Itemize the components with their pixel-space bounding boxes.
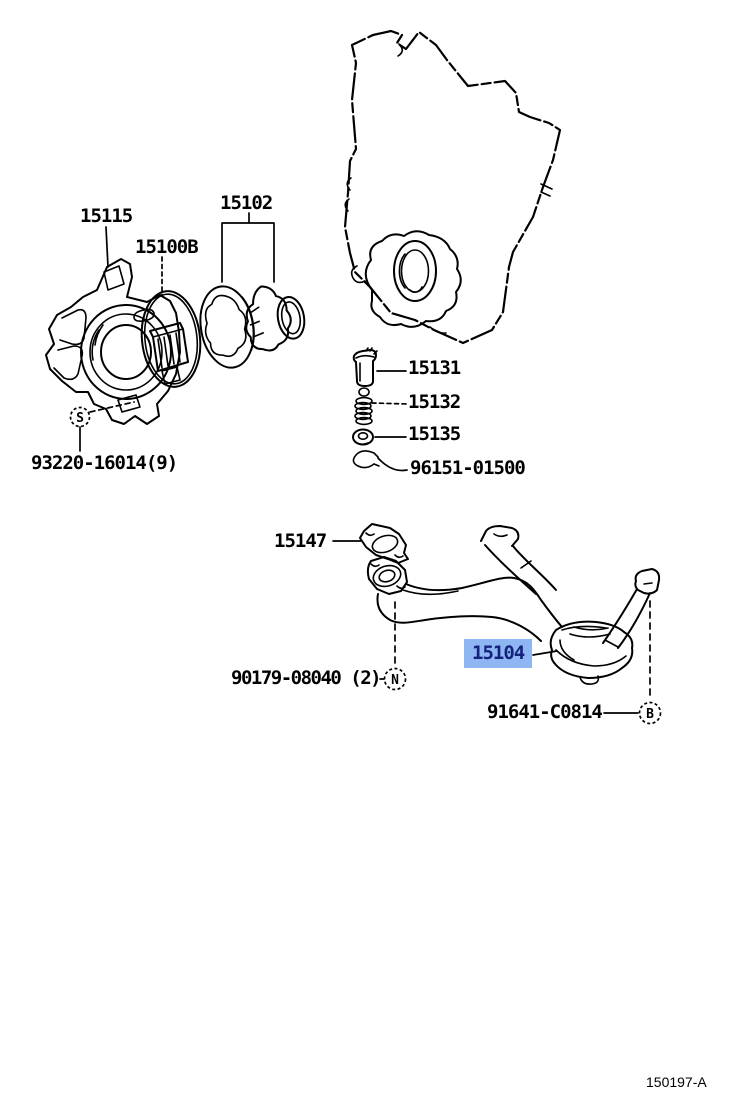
callout-b[interactable]: B (638, 701, 662, 725)
callout-n[interactable]: N (383, 667, 407, 691)
part-label-15135[interactable]: 15135 (408, 423, 461, 445)
part-label-90179-08040[interactable]: 90179-08040 (2) (231, 667, 382, 689)
part-label-96151-01500[interactable]: 96151-01500 (410, 457, 526, 479)
callout-n-letter: N (391, 673, 399, 688)
engine-front-cover-drawing (343, 29, 562, 345)
dashed-leader-s (89, 401, 135, 413)
leader-96151 (377, 457, 408, 472)
figure-code: 150197-A (646, 1074, 707, 1090)
leader-lines (79, 212, 651, 714)
spring-retainer-drawing (352, 428, 374, 446)
leader-15132 (371, 402, 409, 405)
bracket-15102 (221, 212, 275, 283)
part-label-15104-selected[interactable]: 15104 (464, 639, 533, 668)
part-label-91641-C0814[interactable]: 91641-C0814 (487, 701, 603, 723)
inner-rotor-drawing (245, 285, 306, 352)
part-label-15147[interactable]: 15147 (274, 530, 327, 552)
strainer-right-brace-drawing (602, 568, 661, 649)
oil-pump-body-drawing (45, 258, 189, 425)
callout-b-letter: B (646, 707, 654, 722)
callout-s[interactable]: S (69, 406, 91, 428)
part-label-15132[interactable]: 15132 (408, 391, 461, 413)
pump-oring-drawing (140, 290, 202, 388)
strainer-tube-drawing (376, 576, 563, 642)
oil-strainer-bell-drawing (549, 620, 634, 685)
part-label-15102[interactable]: 15102 (220, 192, 273, 214)
callout-s-letter: S (76, 411, 84, 426)
snap-ring-drawing (352, 450, 380, 469)
strainer-gasket-drawing (359, 523, 409, 564)
strainer-flange-drawing (366, 556, 408, 595)
callout-b-circle (638, 701, 662, 725)
part-label-15115[interactable]: 15115 (80, 205, 133, 227)
outer-rotor-drawing (199, 285, 255, 369)
relief-valve-plunger-drawing (352, 347, 378, 387)
callout-s-circle (69, 406, 91, 428)
relief-valve-spring-drawing (354, 387, 373, 426)
part-label-15100B[interactable]: 15100B (135, 236, 199, 258)
part-label-93220-16014[interactable]: 93220-16014(9) (31, 452, 178, 474)
leader-15115 (105, 226, 109, 268)
strainer-center-brace-drawing (480, 525, 557, 595)
callout-n-circle (383, 667, 407, 691)
leader-15104 (532, 650, 558, 656)
part-label-15131[interactable]: 15131 (408, 357, 461, 379)
